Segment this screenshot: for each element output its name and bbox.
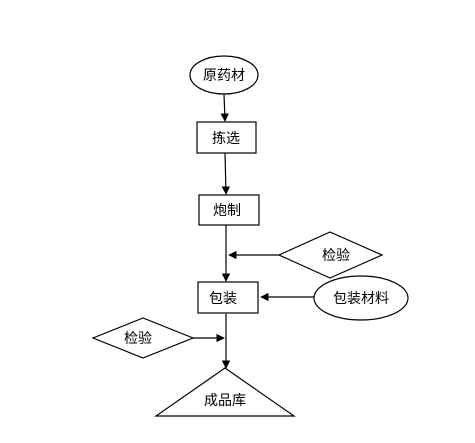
node-finished-store: 成品库 [154,367,296,417]
edge-raw-to-selection [220,93,229,122]
node-packaging-material-label: 包装材料 [333,291,389,307]
edge-selection-to-processing [221,152,231,195]
node-packaging: 包装 [197,281,259,314]
node-inspection-right: 检验 [277,231,384,279]
node-finished-store-label: 成品库 [204,393,246,409]
node-packaging-label: 包装 [209,291,237,307]
node-selection: 拣选 [196,121,257,154]
node-processing: 炮制 [198,194,260,226]
node-inspection-left-label: 检验 [124,331,152,347]
node-raw-material: 原药材 [189,55,259,95]
node-inspection-right-label: 检验 [322,248,350,264]
node-processing-label: 炮制 [213,203,241,219]
node-packaging-material: 包装材料 [313,275,409,321]
node-selection-label: 拣选 [212,131,240,147]
node-raw-material-label: 原药材 [203,68,245,84]
node-inspection-left: 检验 [91,317,195,359]
